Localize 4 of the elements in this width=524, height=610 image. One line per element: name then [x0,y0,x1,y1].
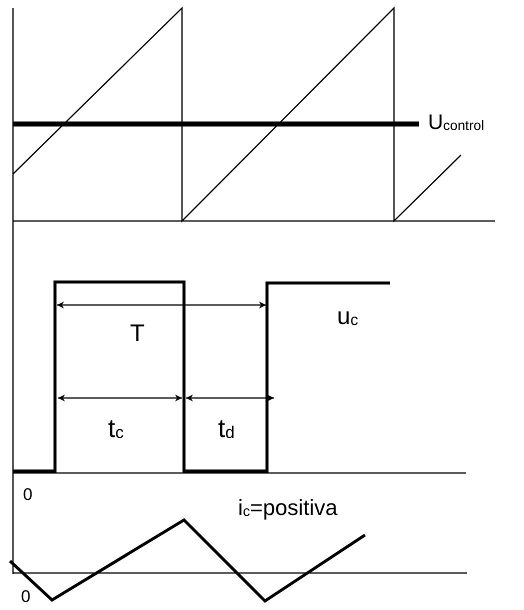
current-label: i$_{c}$=positiva [238,497,338,519]
zero-label: 0 [21,588,30,605]
period-label: T [130,322,145,346]
zero-label: 0 [23,486,32,503]
